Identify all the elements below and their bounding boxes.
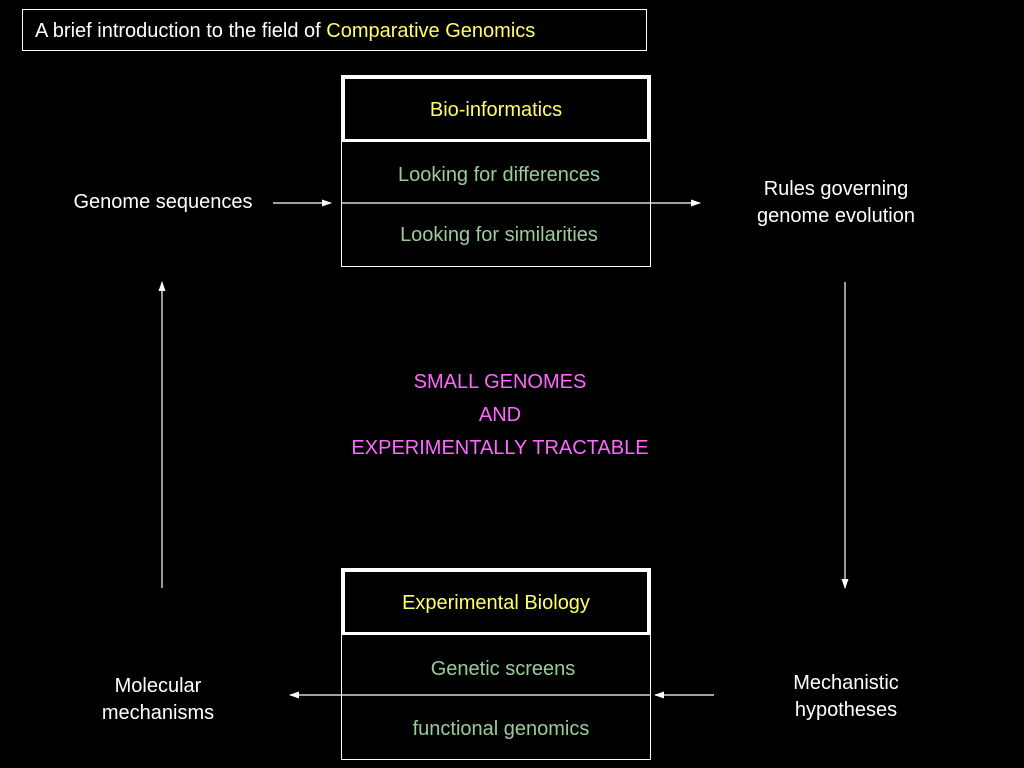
experimental-row-functional: functional genomics — [412, 718, 590, 740]
center-line-1: SMALL GENOMES — [413, 371, 587, 393]
title-highlight: Comparative Genomics — [326, 20, 536, 42]
molecular-line-1: Molecular — [114, 675, 202, 697]
bioinformatics-header: Bio-informatics — [342, 76, 650, 142]
rules-line-1: Rules governing — [763, 178, 909, 200]
mechanistic-line-1: Mechanistic — [793, 672, 899, 694]
mechanistic-line-2: hypotheses — [794, 699, 898, 721]
genome-sequences-label: Genome sequences — [73, 191, 253, 213]
slide-title: A brief introduction to the field of Com… — [22, 9, 647, 51]
molecular-line-2: mechanisms — [101, 702, 215, 724]
mechanistic-hypotheses-label: Mechanistic hypotheses — [756, 670, 936, 724]
experimental-header: Experimental Biology — [342, 569, 650, 635]
rules-governing-label: Rules governing genome evolution — [726, 176, 946, 230]
center-statement: SMALL GENOMES AND EXPERIMENTALLY TRACTAB… — [300, 366, 700, 465]
title-prefix: A brief introduction to the field of — [35, 20, 327, 42]
experimental-row-screens: Genetic screens — [430, 658, 576, 680]
center-line-2: AND — [478, 404, 522, 426]
bioinformatics-row-similarities: Looking for similarities — [400, 224, 598, 246]
molecular-mechanisms-label: Molecular mechanisms — [68, 673, 248, 727]
rules-line-2: genome evolution — [757, 205, 915, 227]
bioinformatics-row-differences: Looking for differences — [398, 164, 600, 186]
experimental-box: Experimental Biology Genetic screens fun… — [341, 568, 651, 760]
experimental-header-label: Experimental Biology — [402, 592, 590, 614]
center-line-3: EXPERIMENTALLY TRACTABLE — [351, 437, 649, 459]
bioinformatics-header-label: Bio-informatics — [429, 99, 563, 121]
bioinformatics-box: Bio-informatics Looking for differences … — [341, 75, 651, 267]
